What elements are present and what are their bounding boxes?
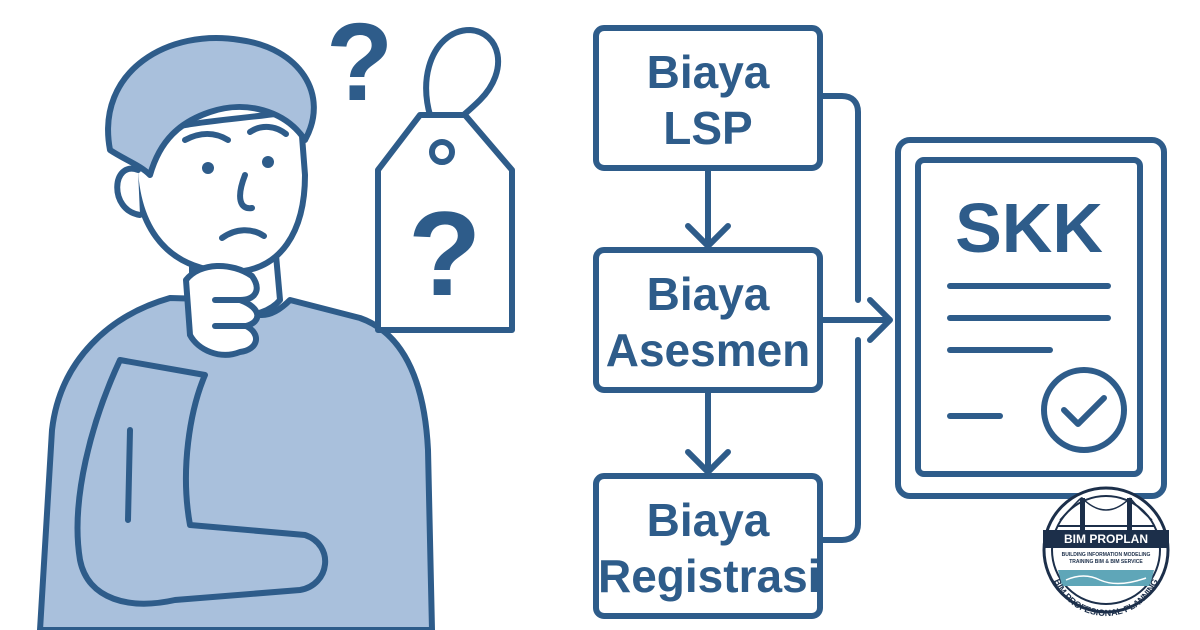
person-face — [131, 107, 308, 275]
person-ear — [114, 165, 143, 218]
box-label-registrasi: Biaya Registrasi — [598, 492, 821, 604]
person-mouth — [219, 227, 267, 241]
box-asesmen-line2: Asesmen — [605, 324, 811, 376]
question-mark-icon: ? — [326, 1, 393, 124]
skk-title: SKK — [955, 189, 1103, 267]
logo-name: BIM PROPLAN — [1043, 530, 1169, 548]
person-eye-right — [262, 156, 274, 168]
arrow-to-skk — [817, 297, 893, 343]
arrow-asesmen-to-registrasi — [685, 387, 731, 475]
box-lsp-line2: LSP — [663, 102, 753, 154]
bracket-connector — [817, 93, 861, 543]
person-eye-left — [202, 162, 214, 174]
tag-question-mark-icon: ? — [408, 187, 481, 321]
arrow-lsp-to-asesmen — [685, 165, 731, 249]
person-sweater-seam — [125, 427, 133, 523]
checkmark-circle-icon — [1041, 367, 1127, 453]
box-label-lsp: Biaya LSP — [598, 44, 818, 156]
person-eyebrow-right — [247, 124, 289, 137]
box-registrasi-line2: Registrasi — [598, 550, 821, 602]
box-registrasi-line1: Biaya — [646, 494, 770, 546]
person-eyebrow-left — [182, 131, 231, 143]
person-arm — [74, 357, 329, 607]
person-nose — [237, 172, 255, 212]
person-hair — [105, 35, 317, 178]
logo-subtitle-2: TRAINING BIM & BIM SERVICE — [1069, 559, 1143, 565]
logo-subtitle-1: BUILDING INFORMATION MODELING — [1061, 552, 1151, 558]
bridge-icon — [1058, 497, 1154, 530]
box-lsp-line1: Biaya — [646, 46, 770, 98]
box-biaya-registrasi — [593, 473, 823, 619]
bim-proplan-logo — [1042, 486, 1170, 614]
thinking-person-illustration — [37, 35, 435, 630]
price-tag-icon: ? — [375, 27, 515, 333]
box-label-asesmen: Biaya Asesmen — [598, 266, 818, 378]
person-hand — [183, 262, 261, 358]
box-asesmen-line1: Biaya — [646, 268, 770, 320]
